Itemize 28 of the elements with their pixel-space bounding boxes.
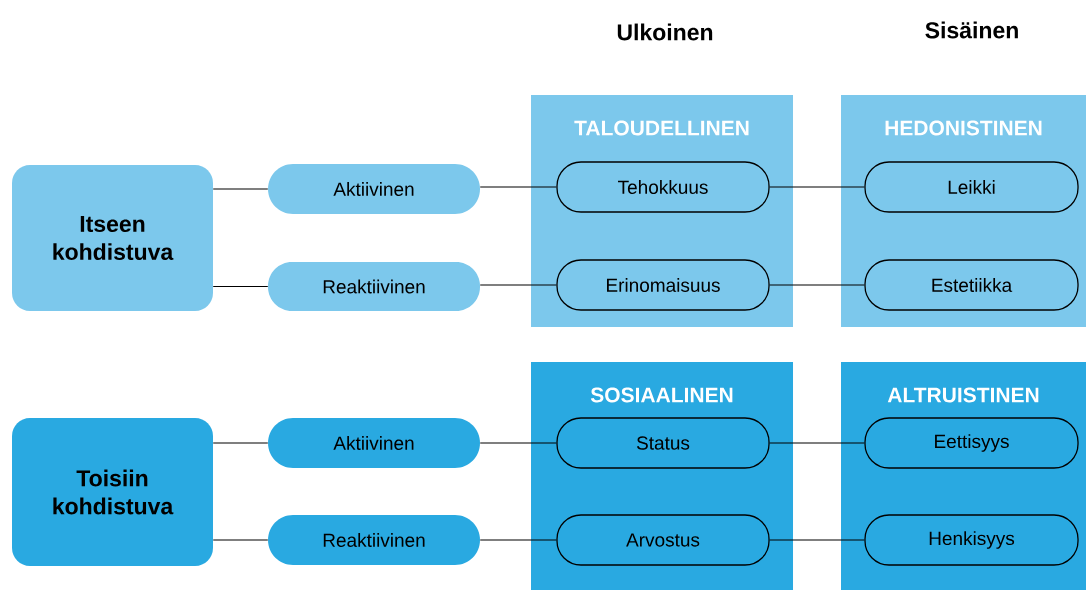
pill-box: Aktiivinen xyxy=(268,164,480,214)
pill-box: Eettisyys xyxy=(864,417,1079,469)
pill-box: Reaktiivinen xyxy=(268,515,480,565)
connector-line xyxy=(212,539,269,541)
column-heading: Ulkoinen xyxy=(617,23,713,41)
connector-line xyxy=(479,539,557,541)
connector-line xyxy=(479,442,557,444)
pill-box: Status xyxy=(556,417,770,469)
connector-line xyxy=(769,539,865,541)
pill-box: Estetiikka xyxy=(864,259,1079,311)
connector-line xyxy=(479,284,557,286)
connector-line xyxy=(212,442,269,444)
connector-line xyxy=(769,186,865,188)
connector-line xyxy=(769,442,865,444)
connector-line xyxy=(212,285,269,288)
pill-box: Tehokkuus xyxy=(556,161,770,213)
pill-box: Leikki xyxy=(864,161,1079,213)
pill-box: Arvostus xyxy=(556,514,770,566)
category-box: Itseen kohdistuva xyxy=(12,165,213,311)
category-box: Toisiin kohdistuva xyxy=(12,418,213,566)
pill-box: Aktiivinen xyxy=(268,418,480,468)
pill-box: Reaktiivinen xyxy=(268,262,480,311)
column-heading: Sisäinen xyxy=(925,21,1018,39)
pill-box: Erinomaisuus xyxy=(556,259,770,311)
connector-line xyxy=(212,188,269,190)
connector-line xyxy=(769,284,865,286)
pill-box: Henkisyys xyxy=(864,514,1079,566)
connector-line xyxy=(479,186,557,188)
